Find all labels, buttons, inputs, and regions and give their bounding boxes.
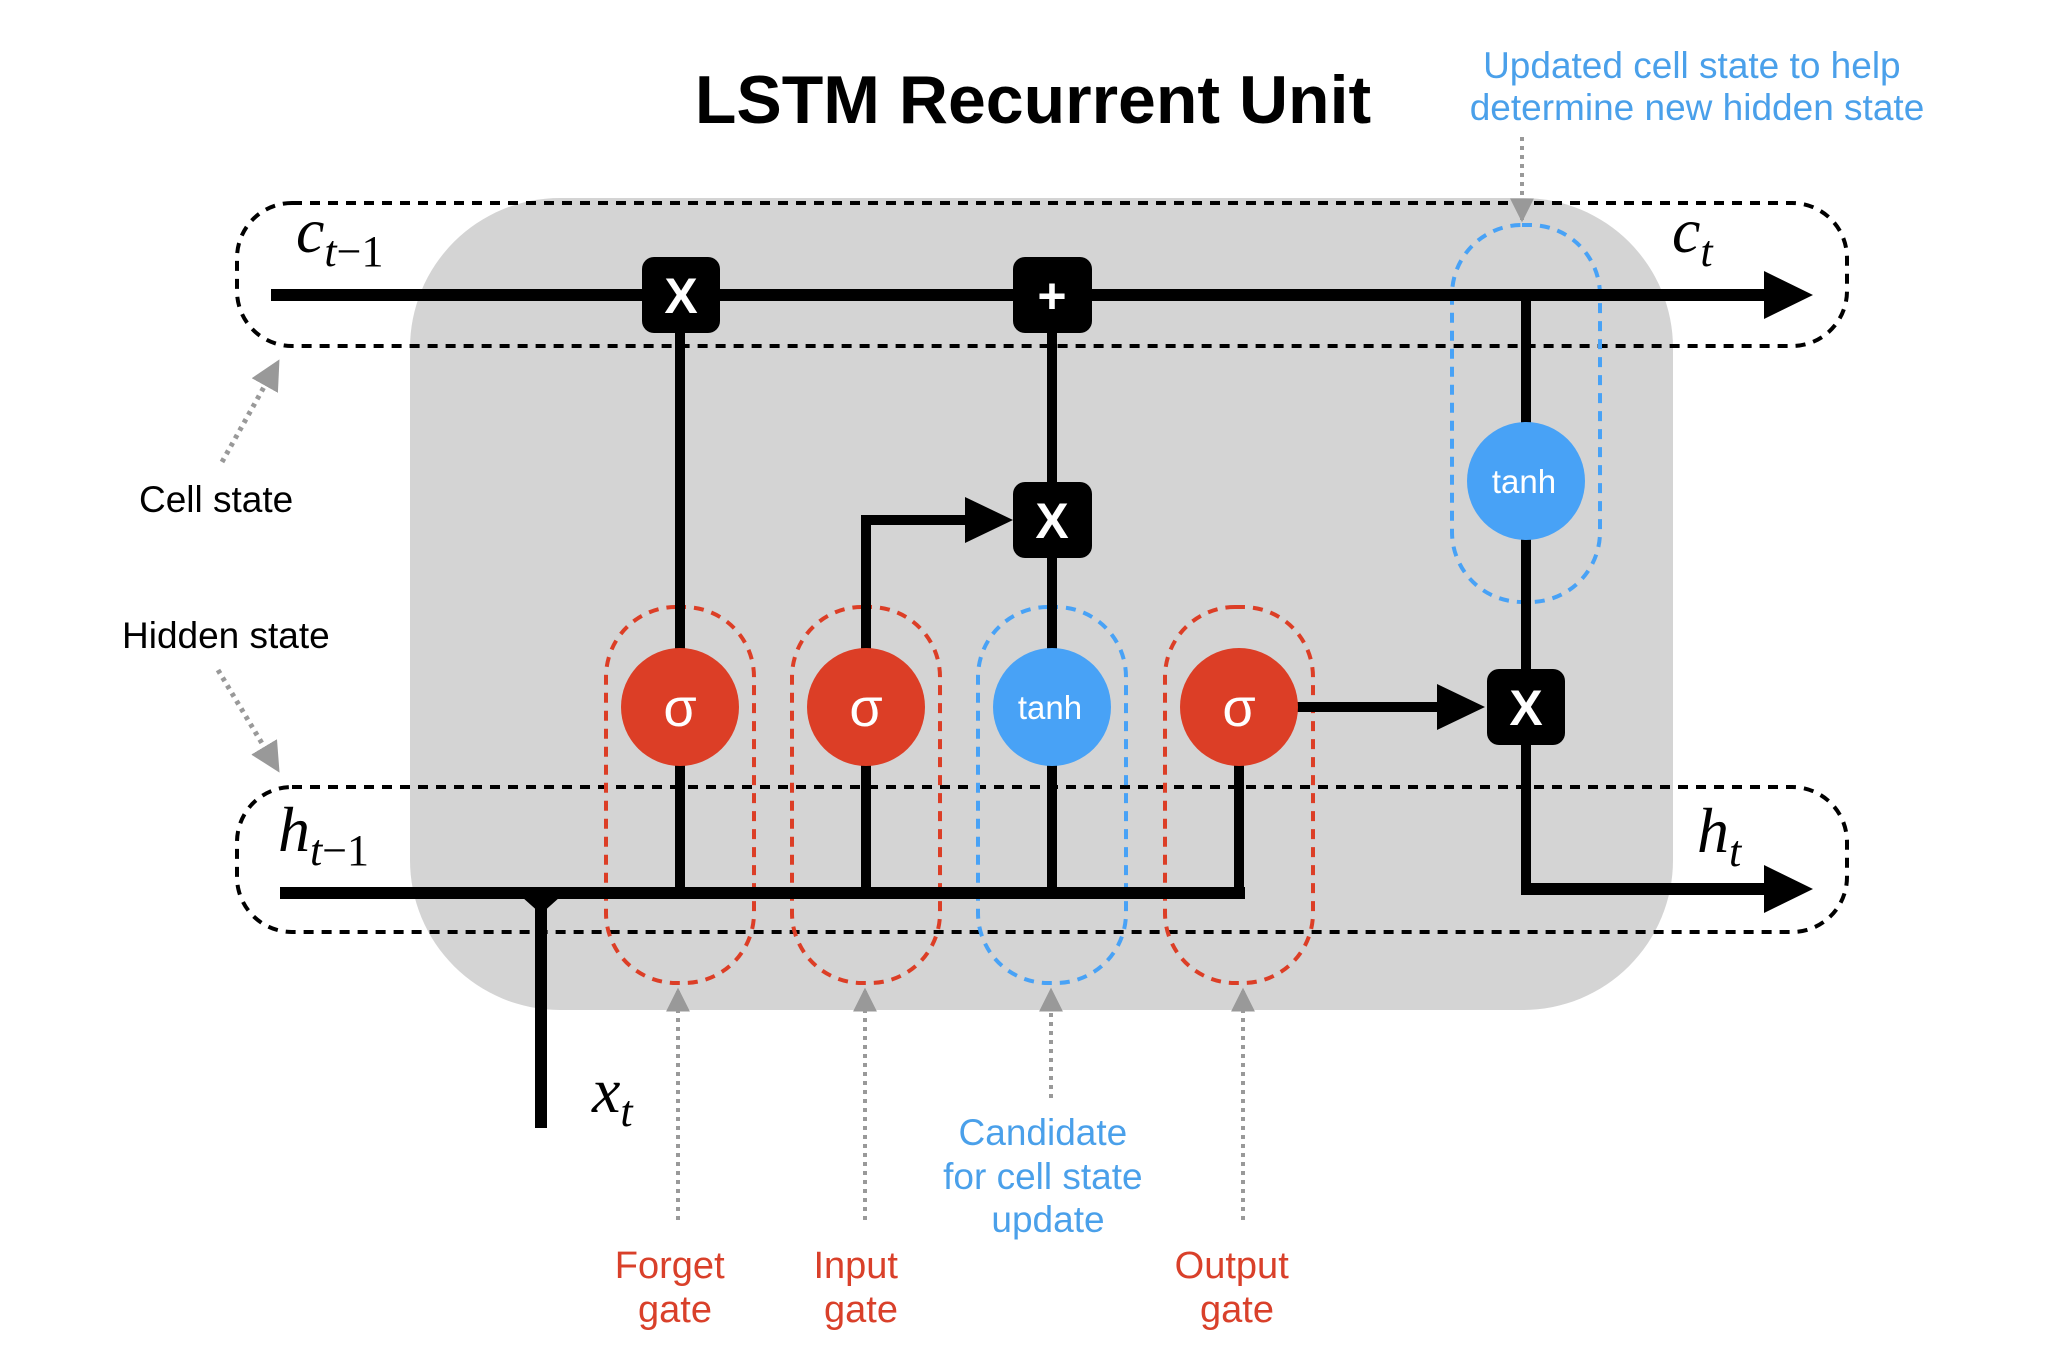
cell-state-label: Cell state <box>139 479 293 520</box>
h-next-label: ht <box>1697 795 1743 876</box>
hidden-output-arrowhead <box>1764 865 1813 913</box>
multiply-icon: X <box>1035 493 1068 549</box>
multiply-icon: X <box>1509 680 1542 736</box>
forget-gate-sigmoid: σ <box>621 648 739 766</box>
sigma-icon: σ <box>1222 678 1255 738</box>
cell-add-op: + <box>1013 257 1092 333</box>
x-input-junction <box>522 897 560 914</box>
input-multiply-op: X <box>1013 482 1092 558</box>
tanh-label: tanh <box>1018 689 1082 726</box>
candidate-tanh: tanh <box>993 648 1111 766</box>
forget-multiply-op: X <box>642 257 720 333</box>
cell-state-pointer <box>219 359 281 464</box>
output-gate-region <box>1163 605 1315 985</box>
forget-gate-annotation: Forget gate <box>615 1245 735 1331</box>
tanh-label: tanh <box>1492 463 1556 500</box>
input-gate-sigmoid: σ <box>807 648 925 766</box>
cell-state-arrowhead <box>1764 271 1813 319</box>
cell-state-region <box>235 201 1849 348</box>
output-gate-annotation: Output gate <box>1175 1245 1300 1331</box>
hidden-state-pointer <box>215 668 281 773</box>
updated-cell-annotation: Updated cell state to help determine new… <box>1470 45 1925 128</box>
output-gate-sigmoid: σ <box>1180 648 1298 766</box>
hidden-state-label: Hidden state <box>122 615 330 656</box>
unit-background <box>410 198 1673 1010</box>
diagram-title: LSTM Recurrent Unit <box>695 62 1371 138</box>
input-gate-arrowhead <box>965 497 1013 543</box>
h-prev-label: ht−1 <box>278 794 369 875</box>
input-gate-annotation: Input gate <box>813 1245 908 1331</box>
plus-icon: + <box>1037 268 1066 324</box>
c-next-label: ct <box>1672 195 1714 276</box>
sigma-icon: σ <box>663 678 696 738</box>
c-prev-label: ct−1 <box>296 195 383 276</box>
cell-output-tanh: tanh <box>1467 422 1585 540</box>
x-input-label: xt <box>591 1055 634 1136</box>
input-gate-wire <box>861 515 968 893</box>
sigma-icon: σ <box>849 678 882 738</box>
multiply-icon: X <box>664 268 697 324</box>
output-multiply-op: X <box>1487 669 1565 745</box>
hidden-state-region <box>235 785 1849 934</box>
output-gate-arrowhead <box>1437 684 1485 730</box>
candidate-annotation: Candidate for cell state update <box>943 1112 1153 1240</box>
